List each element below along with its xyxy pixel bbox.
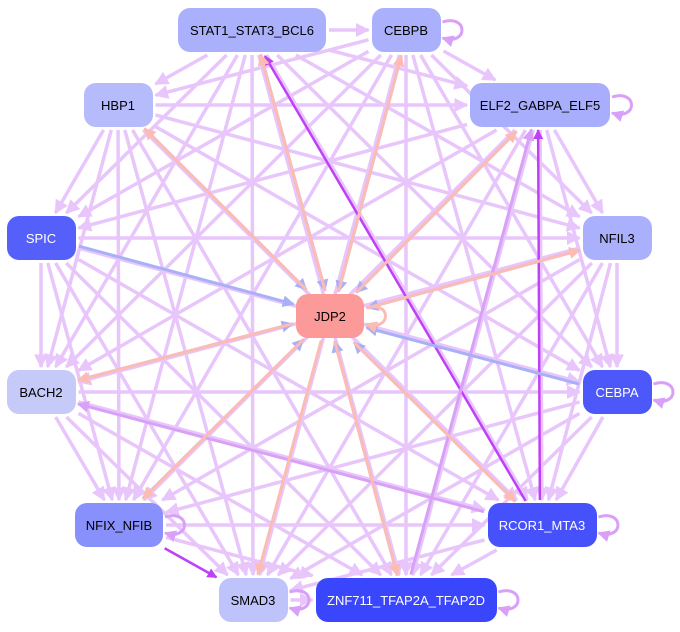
node-nfix-nfib[interactable]: NFIX_NFIB bbox=[75, 503, 163, 547]
node-stat1-stat3-bcl6[interactable]: STAT1_STAT3_BCL6 bbox=[178, 8, 326, 52]
edge bbox=[295, 53, 581, 219]
edge-jdp2-to-znf711_tfap2a_tfap2d bbox=[333, 341, 401, 577]
node-bach2[interactable]: BACH2 bbox=[6, 370, 76, 414]
edge-jdp2-to-cebpb bbox=[337, 54, 405, 292]
edge-rcor1_mta3-to-elf2_gabpa_elf5 bbox=[533, 129, 544, 501]
edge bbox=[53, 129, 106, 215]
edge-znf711_tfap2a_tfap2d-to-elf2_gabpa_elf5 bbox=[409, 128, 535, 575]
edge bbox=[552, 129, 605, 215]
edge bbox=[77, 128, 498, 372]
self-loop-smad3 bbox=[288, 589, 311, 617]
node-elf2-gabpa-elf5[interactable]: ELF2_GABPA_ELF5 bbox=[470, 83, 610, 127]
edge bbox=[164, 400, 580, 516]
edge-nfix_nfib-to-smad3 bbox=[164, 547, 218, 579]
node-jdp2[interactable]: JDP2 bbox=[296, 294, 364, 338]
edge-jdp2-to-hbp1 bbox=[143, 127, 308, 291]
edge bbox=[154, 38, 369, 99]
edge-jdp2-to-nfix_nfib bbox=[141, 338, 305, 500]
edge-jdp2-to-elf2_gabpa_elf5 bbox=[355, 130, 518, 294]
edge bbox=[442, 49, 497, 82]
edge-jdp2-to-bach2 bbox=[76, 322, 293, 384]
edge-jdp2-to-smad3 bbox=[254, 340, 323, 576]
self-loop-elf2_gabpa_elf5 bbox=[610, 94, 633, 122]
edge bbox=[245, 54, 260, 577]
node-cebpb[interactable]: CEBPB bbox=[371, 8, 441, 52]
node-rcor1-mta3[interactable]: RCOR1_MTA3 bbox=[487, 503, 597, 547]
edge bbox=[450, 548, 498, 577]
edge-jdp2-to-rcor1_mta3 bbox=[352, 341, 517, 503]
self-loop-znf711_tfap2a_tfap2d bbox=[497, 589, 520, 617]
node-spic[interactable]: SPIC bbox=[6, 216, 76, 260]
edge bbox=[554, 416, 605, 502]
edge-rcor1_mta3-to-stat1_stat3_bcl6 bbox=[263, 55, 527, 502]
edge-jdp2-to-nfil3 bbox=[367, 247, 582, 310]
node-smad3[interactable]: SMAD3 bbox=[218, 578, 288, 622]
self-loop-cebpb bbox=[441, 19, 464, 47]
edge bbox=[165, 535, 314, 580]
edge bbox=[77, 411, 364, 577]
edge bbox=[54, 416, 106, 502]
edge bbox=[289, 411, 581, 581]
edge bbox=[78, 400, 486, 514]
node-hbp1[interactable]: HBP1 bbox=[83, 83, 153, 127]
edge-cebpa-to-jdp2 bbox=[365, 324, 580, 386]
edge-rcor1_mta3-to-bach2 bbox=[76, 400, 485, 514]
edge bbox=[77, 122, 468, 232]
self-loop-nfix_nfib bbox=[163, 514, 186, 542]
edge bbox=[161, 258, 581, 502]
self-loop-rcor1_mta3 bbox=[597, 514, 620, 542]
edge bbox=[154, 53, 209, 86]
self-loop-cebpa bbox=[652, 381, 675, 409]
edges-layer bbox=[34, 19, 675, 617]
self-loop-jdp2 bbox=[364, 305, 387, 333]
edge-jdp2-to-stat1_stat3_bcl6 bbox=[257, 53, 327, 291]
edge bbox=[131, 129, 393, 577]
node-nfil3[interactable]: NFIL3 bbox=[582, 216, 652, 260]
edge-spic-to-jdp2 bbox=[78, 244, 295, 308]
edge bbox=[77, 257, 500, 502]
edge bbox=[544, 262, 613, 502]
edge bbox=[131, 54, 394, 502]
edge bbox=[265, 129, 528, 577]
edge bbox=[154, 125, 581, 372]
node-cebpa[interactable]: CEBPA bbox=[582, 370, 652, 414]
node-znf711-tfap2a-tfap2d[interactable]: ZNF711_TFAP2A_TFAP2D bbox=[315, 578, 497, 622]
